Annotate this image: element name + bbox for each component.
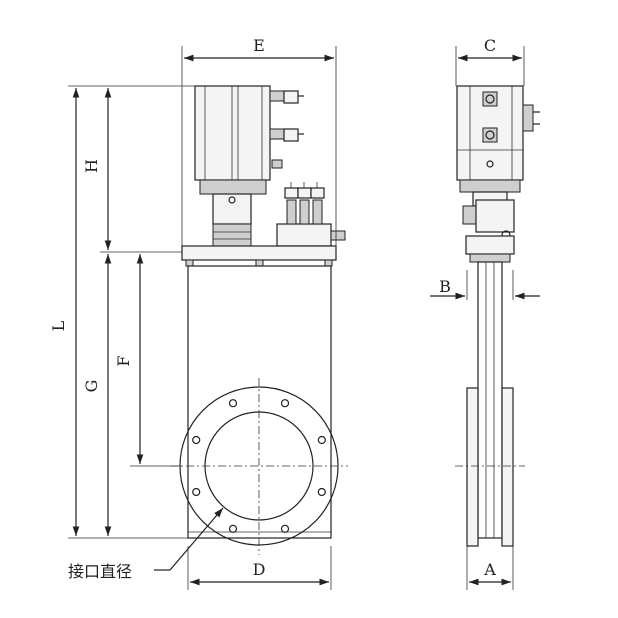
side-view — [455, 85, 540, 547]
dim-label-A: A — [483, 560, 496, 579]
flange-bolt-holes — [192, 399, 326, 533]
bolt-hole — [280, 399, 290, 408]
dim-label-B: B — [439, 277, 451, 296]
solenoid-block — [276, 182, 346, 247]
bolt-hole — [228, 524, 238, 533]
actuator-cylinder — [194, 85, 271, 181]
bolt-hole — [228, 399, 238, 408]
dim-label-C: C — [484, 36, 496, 55]
bolt-hole — [192, 487, 201, 497]
front-view — [170, 85, 348, 555]
side-flange-right — [501, 387, 514, 547]
dim-label-E: E — [253, 36, 265, 55]
air-fitting-lower — [269, 128, 304, 169]
dim-label-D: D — [253, 560, 266, 579]
bonnet-plate — [181, 245, 337, 261]
dimension-lines — [68, 46, 540, 590]
air-fitting-upper — [269, 90, 304, 104]
valve-body — [187, 265, 332, 539]
side-flange-left — [466, 387, 479, 547]
bolt-hole — [280, 524, 290, 533]
yoke — [212, 193, 252, 225]
bolt-hole — [317, 487, 326, 497]
dim-label-H: H — [82, 159, 101, 173]
port-diameter-label: 接口直径 — [68, 562, 132, 581]
bolt-hole — [192, 435, 201, 445]
dim-label-F: F — [114, 355, 133, 366]
dim-label-G: G — [82, 380, 101, 393]
dim-label-L: L — [49, 320, 68, 331]
bolt-hole — [317, 435, 326, 445]
